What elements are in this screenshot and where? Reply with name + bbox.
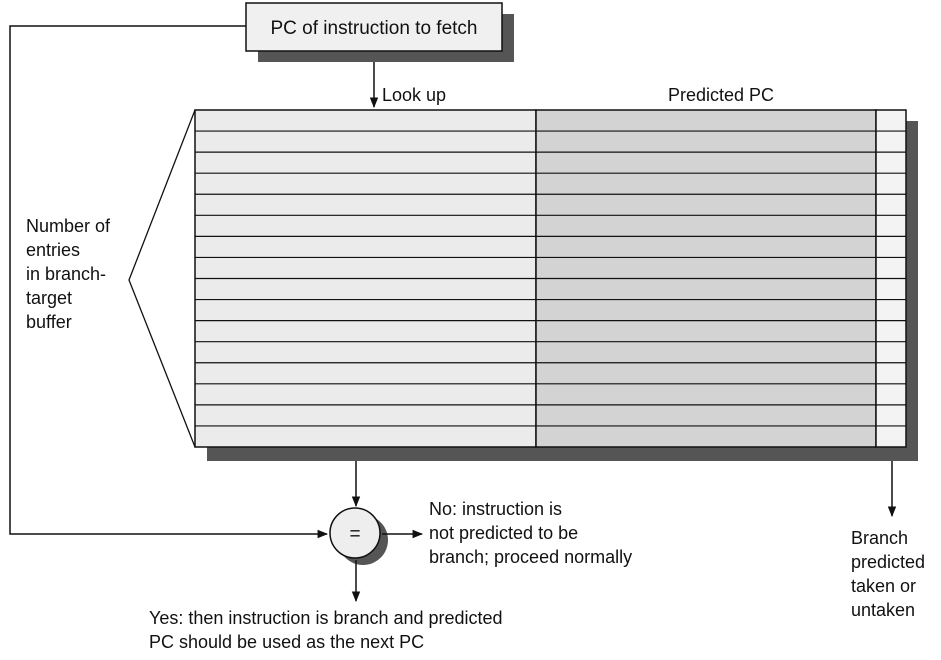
comparator bbox=[329, 507, 381, 559]
branch-label-line-2: predicted bbox=[851, 552, 926, 572]
buffer-entries bbox=[195, 130, 906, 427]
entries-label-line-3: in branch- bbox=[26, 264, 107, 284]
entries-label-line-2: entries bbox=[26, 240, 81, 260]
comparator-symbol: = bbox=[349, 524, 360, 545]
branch-label-line-4: untaken bbox=[851, 600, 916, 620]
fetch-box-label: PC of instruction to fetch bbox=[271, 18, 478, 39]
pc-feedback-line bbox=[9, 25, 329, 539]
entries-bracket bbox=[128, 109, 196, 448]
entries-label-line-5: buffer bbox=[26, 312, 72, 332]
branch-label-line-3: taken or bbox=[851, 576, 917, 596]
no-label-line-3: branch; proceed normally bbox=[429, 547, 633, 567]
branch-label-line-1: Branch bbox=[851, 528, 909, 548]
lookup-label: Look up bbox=[382, 85, 447, 105]
entries-label-line-4: target bbox=[26, 288, 73, 308]
yes-label-line-1: Yes: then instruction is branch and pred… bbox=[149, 608, 503, 628]
predicted-pc-label: Predicted PC bbox=[668, 85, 775, 105]
fetch-box bbox=[245, 2, 503, 52]
yes-label-line-2: PC should be used as the next PC bbox=[149, 632, 425, 652]
no-label-line-2: not predicted to be bbox=[429, 523, 579, 543]
no-label-line-1: No: instruction is bbox=[429, 499, 563, 519]
entries-label-line-1: Number of bbox=[26, 216, 111, 236]
